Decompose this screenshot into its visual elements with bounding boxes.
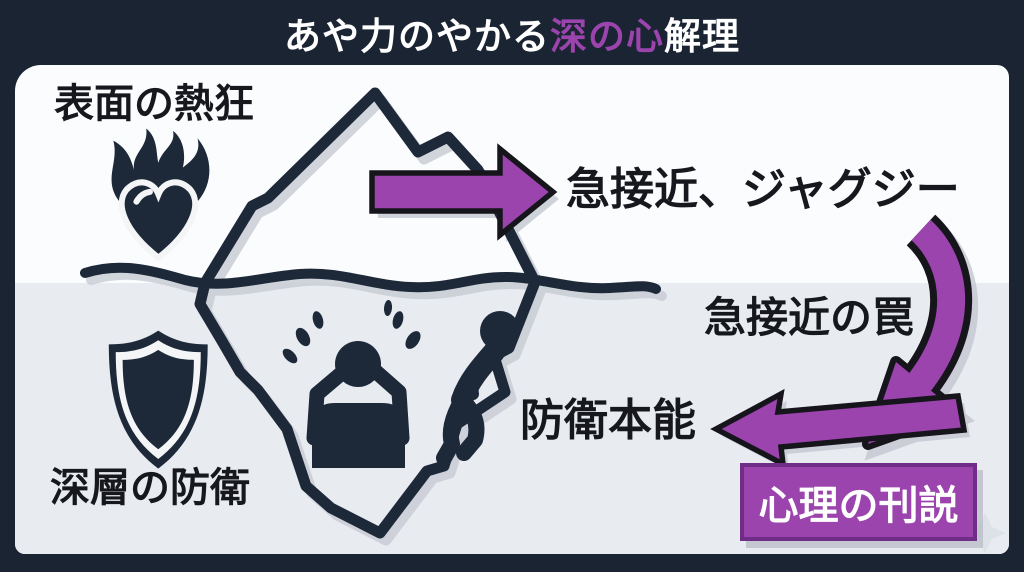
title-part-3: 解理: [664, 15, 740, 57]
label-defense-instinct: 防衛本能: [520, 396, 696, 445]
stressed-person-icon: [282, 300, 421, 468]
page-title: あや力のやかる深の心解理: [284, 6, 740, 60]
label-sudden-approach: 急接近、ジャグジー: [566, 165, 960, 214]
waterline: [80, 262, 661, 294]
arrow-left: [710, 388, 968, 469]
label-approach-trap: 急接近の罠: [704, 294, 915, 341]
waterline-shadow: [86, 269, 667, 301]
recoiling-person-icon: [436, 311, 520, 466]
title-part-accent: 深の心: [550, 15, 664, 57]
label-deep-defense: 深層の防衛: [50, 466, 250, 510]
arrow-right: [369, 143, 558, 241]
highlight-box-label: 心理の刊説: [758, 484, 959, 528]
shield-icon: [108, 330, 208, 469]
label-surface-frenzy: 表面の熱狂: [54, 82, 254, 126]
highlight-box: 心理の刊説: [740, 463, 977, 541]
sparkle-icon: [964, 513, 1006, 553]
flaming-heart-icon: [111, 128, 210, 262]
title-bar: あや力のやかる深の心解理: [0, 0, 1024, 65]
title-part-1: あや力のやかる: [284, 15, 550, 57]
